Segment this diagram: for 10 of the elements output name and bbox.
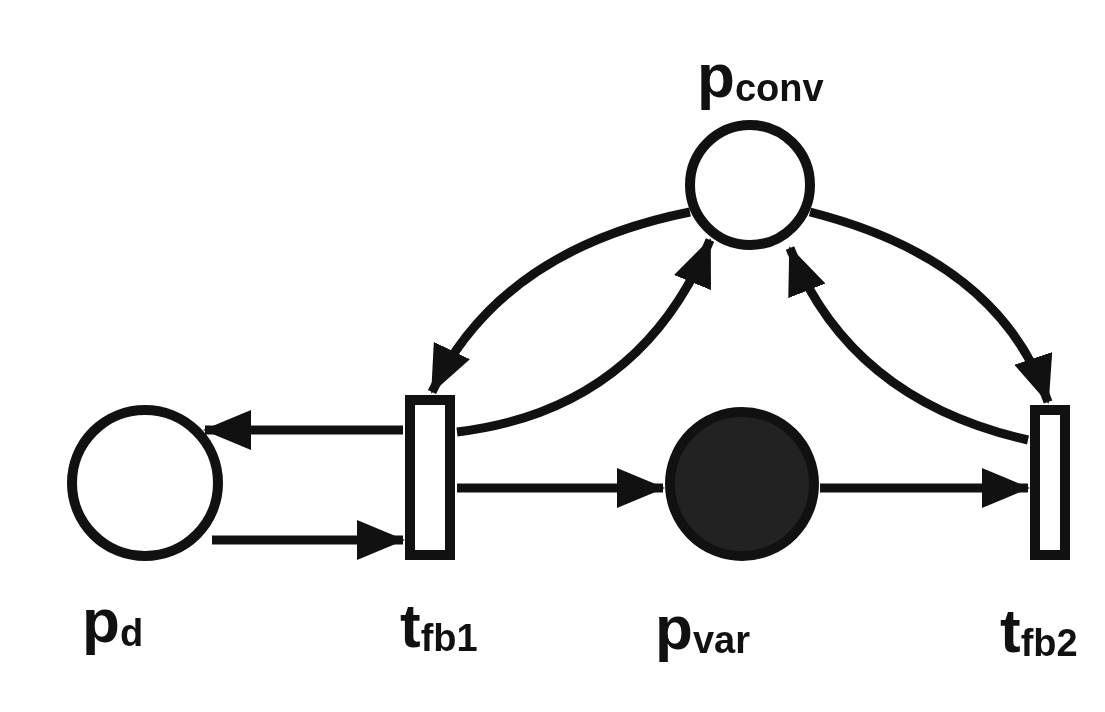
transition-label: t$_{fb2}$ xyxy=(1000,600,1078,662)
arc-arrow xyxy=(820,468,1030,508)
arc-arrow xyxy=(785,246,1030,445)
arc-arrow xyxy=(456,238,715,437)
transition-label: t$_{fb1}$ xyxy=(400,595,478,657)
arc-arrow xyxy=(212,520,405,560)
arc-arrow xyxy=(808,207,1053,404)
arc-arrow xyxy=(457,468,665,508)
arc-arrow xyxy=(203,410,403,450)
arc-arrow xyxy=(428,207,691,395)
